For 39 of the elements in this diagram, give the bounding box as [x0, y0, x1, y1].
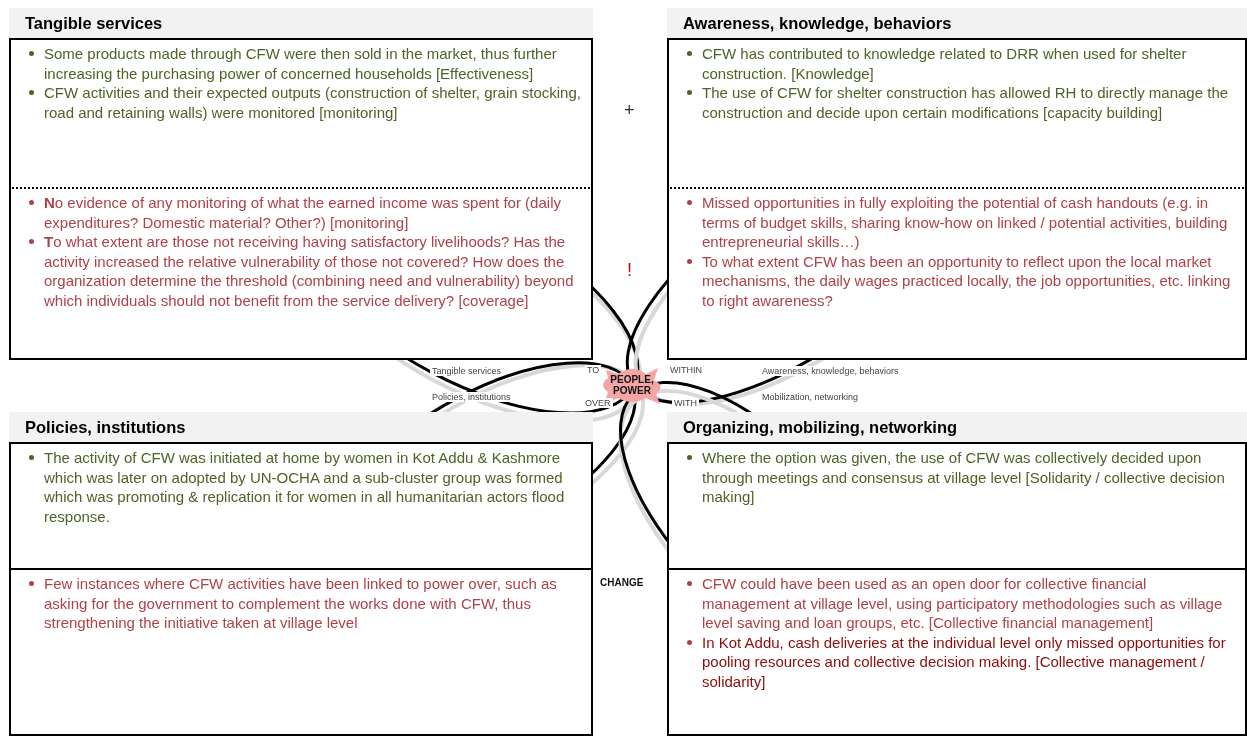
bullet-text: Missed opportunities in fully exploiting the potential of cash handouts (e.g. in terms of budget skills, sharing know-how on linked / potential activities, building entrepreneurial skills…) [702, 193, 1229, 252]
bullet-text: CFW has contributed to knowledge related to DRR when used for shelter construction. [Knowledge] [702, 44, 1188, 83]
strengths-section [667, 442, 1247, 568]
panel-heading: Awareness, knowledge, behaviors [682, 13, 953, 34]
quadrant-panel [667, 412, 1247, 736]
panel-heading: Tangible services [24, 13, 164, 34]
petal-label: WITHIN [668, 365, 704, 375]
petal-label: Awareness, knowledge, behaviors [760, 366, 901, 376]
strengths-section [9, 38, 593, 187]
gaps-section [667, 568, 1247, 736]
petal-label: TO [585, 365, 602, 375]
bullet-text: Few instances where CFW activities have been linked to power over, such as asking for the government to complement the works done with CFW, thus strengthening the initiative taken at village level [44, 574, 558, 633]
panel-heading: Policies, institutions [24, 417, 187, 438]
petal-label: Mobilization, networking [760, 392, 861, 402]
plus-sign: + [624, 100, 635, 121]
gaps-section [9, 568, 593, 736]
bullet-text: The use of CFW for shelter construction has allowed RH to directly manage the construction and decide upon certain modifications [capacity building] [702, 83, 1230, 122]
bullet-text: The activity of CFW was initiated at home by women in Kot Addu & Kashmore which was later on adopted by UN-OCHA and a sub-cluster group was formed which was promoting & replication it for women in all humanitarian actors flood response. [44, 448, 566, 526]
bullet-text: To what extent CFW has been an opportunity to reflect upon the local market mechanisms, the daily wages practiced locally, the job opportunities, etc. linking to right awareness? [702, 251, 1232, 310]
bullet-text: Where the option was given, the use of CFW was collectively decided upon through meetings and consensus at village level [Solidarity / collective decision making] [702, 448, 1226, 507]
bullet-text: Some products made through CFW were then sold in the market, thus further increasing the purchasing power of concerned households [Effectiveness] [44, 44, 558, 83]
exclamation-mark: ! [627, 260, 632, 281]
strengths-section [9, 442, 593, 568]
gaps-section [667, 187, 1247, 360]
strengths-section [667, 38, 1247, 187]
petal-label: OVER [583, 398, 613, 408]
quadrant-panel [9, 412, 593, 736]
quadrant-panel [9, 8, 593, 360]
bullet-text: CFW could have been used as an open door for collective financial management at village level, using participatory methodologies such as village level saving and loan groups, etc. [Collective financial management] [702, 574, 1224, 633]
quadrant-panel [667, 8, 1247, 360]
bullet-text: To what extent are those not receiving having satisfactory livelihoods? Has the activity increased the relative vulnerability of those not covered? How does the organization determine the threshold (combining need and vulnerability) beyond which individuals should not benefit from the service delivery? [coverage] [44, 232, 575, 310]
petal-label: WITH [672, 398, 699, 408]
gaps-section [9, 187, 593, 360]
change-label: CHANGE [600, 577, 644, 588]
petal-label: Tangible services [430, 366, 504, 376]
bullet-text: In Kot Addu, cash deliveries at the individual level only missed opportunities for pooling resources and collective decision making. [Collective management / solidarity] [702, 632, 1227, 691]
panel-heading: Organizing, mobilizing, networking [682, 417, 959, 438]
petal-label: Policies, institutions [430, 392, 513, 402]
bullet-text: CFW activities and their expected outputs (construction of shelter, grain stocking, road and retaining walls) were monitored [monitoring] [44, 83, 581, 122]
